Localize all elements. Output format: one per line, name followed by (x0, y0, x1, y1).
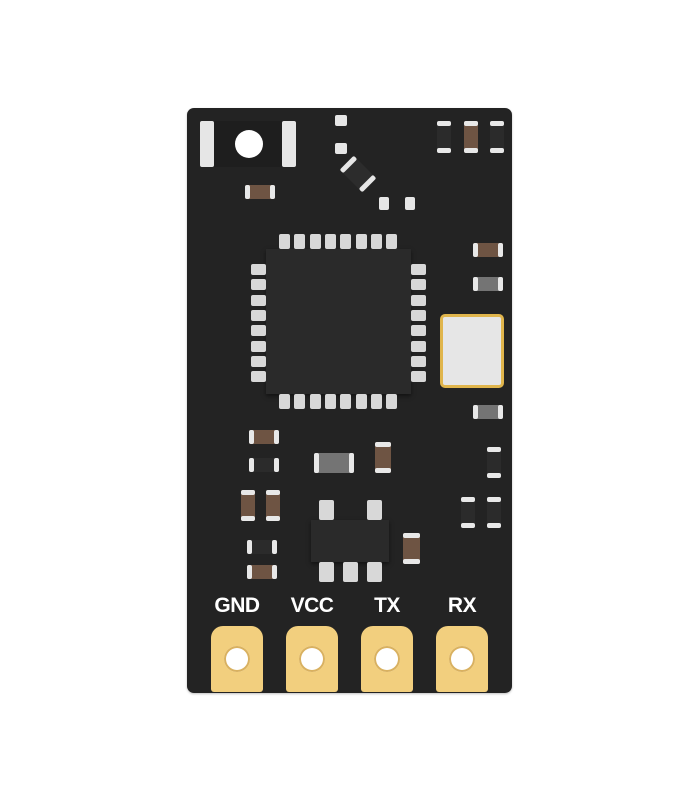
pin (319, 562, 334, 582)
chip-pin (370, 234, 382, 249)
pin-label-vcc: VCC (290, 594, 334, 617)
chip-pin (294, 234, 306, 249)
chip-pin (309, 394, 321, 409)
resistor (249, 430, 279, 444)
chip-pin (324, 234, 336, 249)
pad (335, 143, 347, 154)
pad (405, 197, 415, 210)
solder-pad-tx[interactable] (361, 626, 413, 692)
pad (379, 197, 389, 210)
capacitor (266, 490, 280, 521)
chip-pin (279, 234, 290, 249)
chip-pin (386, 234, 398, 249)
capacitor (464, 121, 478, 153)
chip-pin (355, 394, 367, 409)
chip-pin (340, 234, 352, 249)
chip-pin (324, 394, 336, 409)
capacitor (403, 533, 420, 564)
resistor (473, 243, 503, 257)
chip-pin (411, 371, 426, 383)
capacitor (461, 497, 475, 528)
through-hole (299, 646, 325, 672)
chip-pin (411, 355, 426, 367)
chip-pin (411, 340, 426, 352)
chip-pin (411, 294, 426, 306)
chip-pin (340, 394, 352, 409)
capacitor (437, 121, 451, 153)
chip-pin (309, 234, 321, 249)
chip-pin (251, 340, 266, 352)
resistor (314, 453, 354, 473)
pin (367, 562, 382, 582)
capacitor (490, 121, 504, 153)
pin-label-tx: TX (374, 594, 400, 617)
pin (343, 562, 358, 582)
capacitor (487, 497, 501, 528)
chip-pin (294, 394, 306, 409)
chip-pin (355, 234, 367, 249)
chip-pin (251, 309, 266, 321)
resistor (247, 565, 277, 579)
chip-pin (411, 325, 426, 337)
capacitor (487, 447, 501, 478)
microcontroller-chip (266, 249, 411, 394)
resistor (245, 185, 275, 199)
pin-label-rx: RX (447, 594, 477, 617)
chip-pin (411, 309, 426, 321)
chip-pin (279, 394, 290, 409)
chip-pin (251, 355, 266, 367)
pin (367, 500, 382, 520)
solder-pad-gnd[interactable] (211, 626, 263, 692)
solder-pad-vcc[interactable] (286, 626, 338, 692)
crystal-oscillator (440, 314, 504, 388)
chip-pin (370, 394, 382, 409)
chip-pin (251, 279, 266, 291)
resistor (247, 540, 277, 554)
chip-pin (251, 264, 266, 275)
resistor (473, 277, 503, 291)
chip-pin (411, 264, 426, 275)
chip-pin (411, 279, 426, 291)
resistor (473, 405, 503, 419)
chip-pin (386, 394, 398, 409)
pin (319, 500, 334, 520)
pad (335, 115, 347, 126)
solder-pad-rx[interactable] (436, 626, 488, 692)
voltage-regulator (311, 520, 389, 562)
resistor (249, 458, 279, 472)
through-hole (374, 646, 400, 672)
capacitor (375, 442, 391, 473)
chip-pin (251, 325, 266, 337)
capacitor (241, 490, 255, 521)
led-footprint (200, 121, 296, 167)
chip-pin (251, 294, 266, 306)
through-hole (449, 646, 475, 672)
through-hole (224, 646, 250, 672)
chip-pin (251, 371, 266, 383)
pin-label-gnd: GND (214, 594, 260, 617)
